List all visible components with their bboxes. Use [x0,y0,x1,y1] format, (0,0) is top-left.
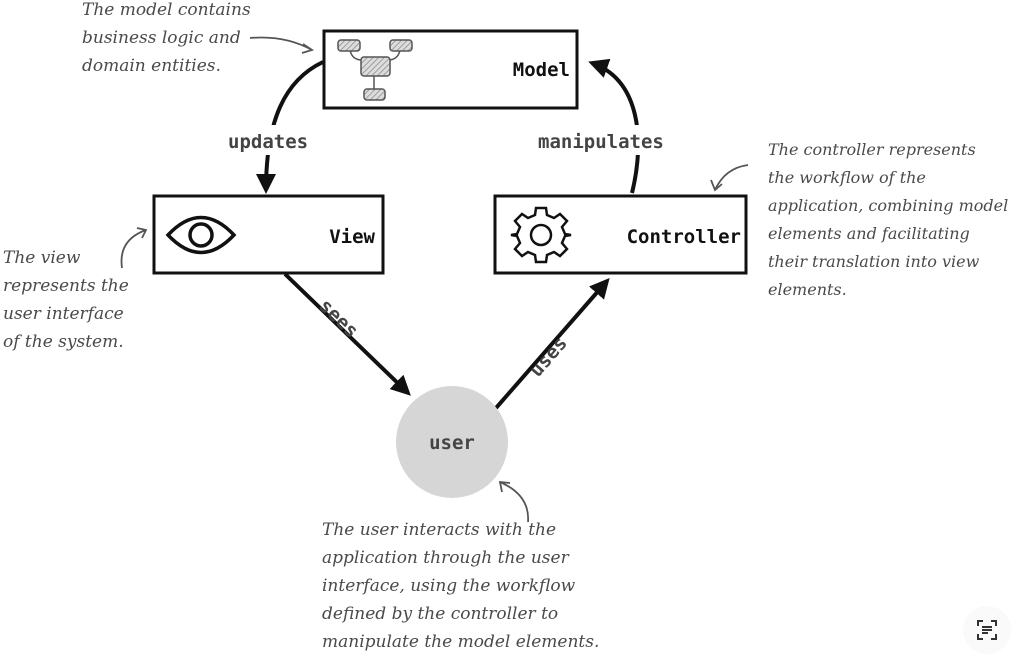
view-node: View [152,194,385,275]
view-label: View [329,226,375,248]
updates-label: updates [228,131,308,153]
sees-arrow [283,272,411,396]
view-note: The view represents the user interface o… [3,248,129,352]
hierarchy-icon [337,39,413,101]
controller-label: Controller [627,226,741,248]
sees-label: sees [315,295,363,343]
text-scan-button[interactable] [963,606,1011,654]
gear-icon [510,206,572,264]
model-label: Model [513,59,570,81]
model-note: The model contains business logic and do… [82,0,251,76]
user-note: The user interacts with the application … [322,520,600,652]
user-label: user [429,432,475,454]
uses-label: uses [525,332,572,381]
manipulates-label: manipulates [538,131,664,153]
eye-icon [165,215,237,255]
controller-note: The controller represents the workflow o… [768,140,1009,299]
note-pointers [120,36,749,523]
uses-arrow [494,277,610,410]
user-node: user [396,386,508,498]
controller-node: Controller [493,194,748,275]
model-node: Model [322,29,579,110]
updates-arrow [256,60,324,194]
manipulates-arrow [588,58,641,194]
text-scan-icon [977,620,997,640]
